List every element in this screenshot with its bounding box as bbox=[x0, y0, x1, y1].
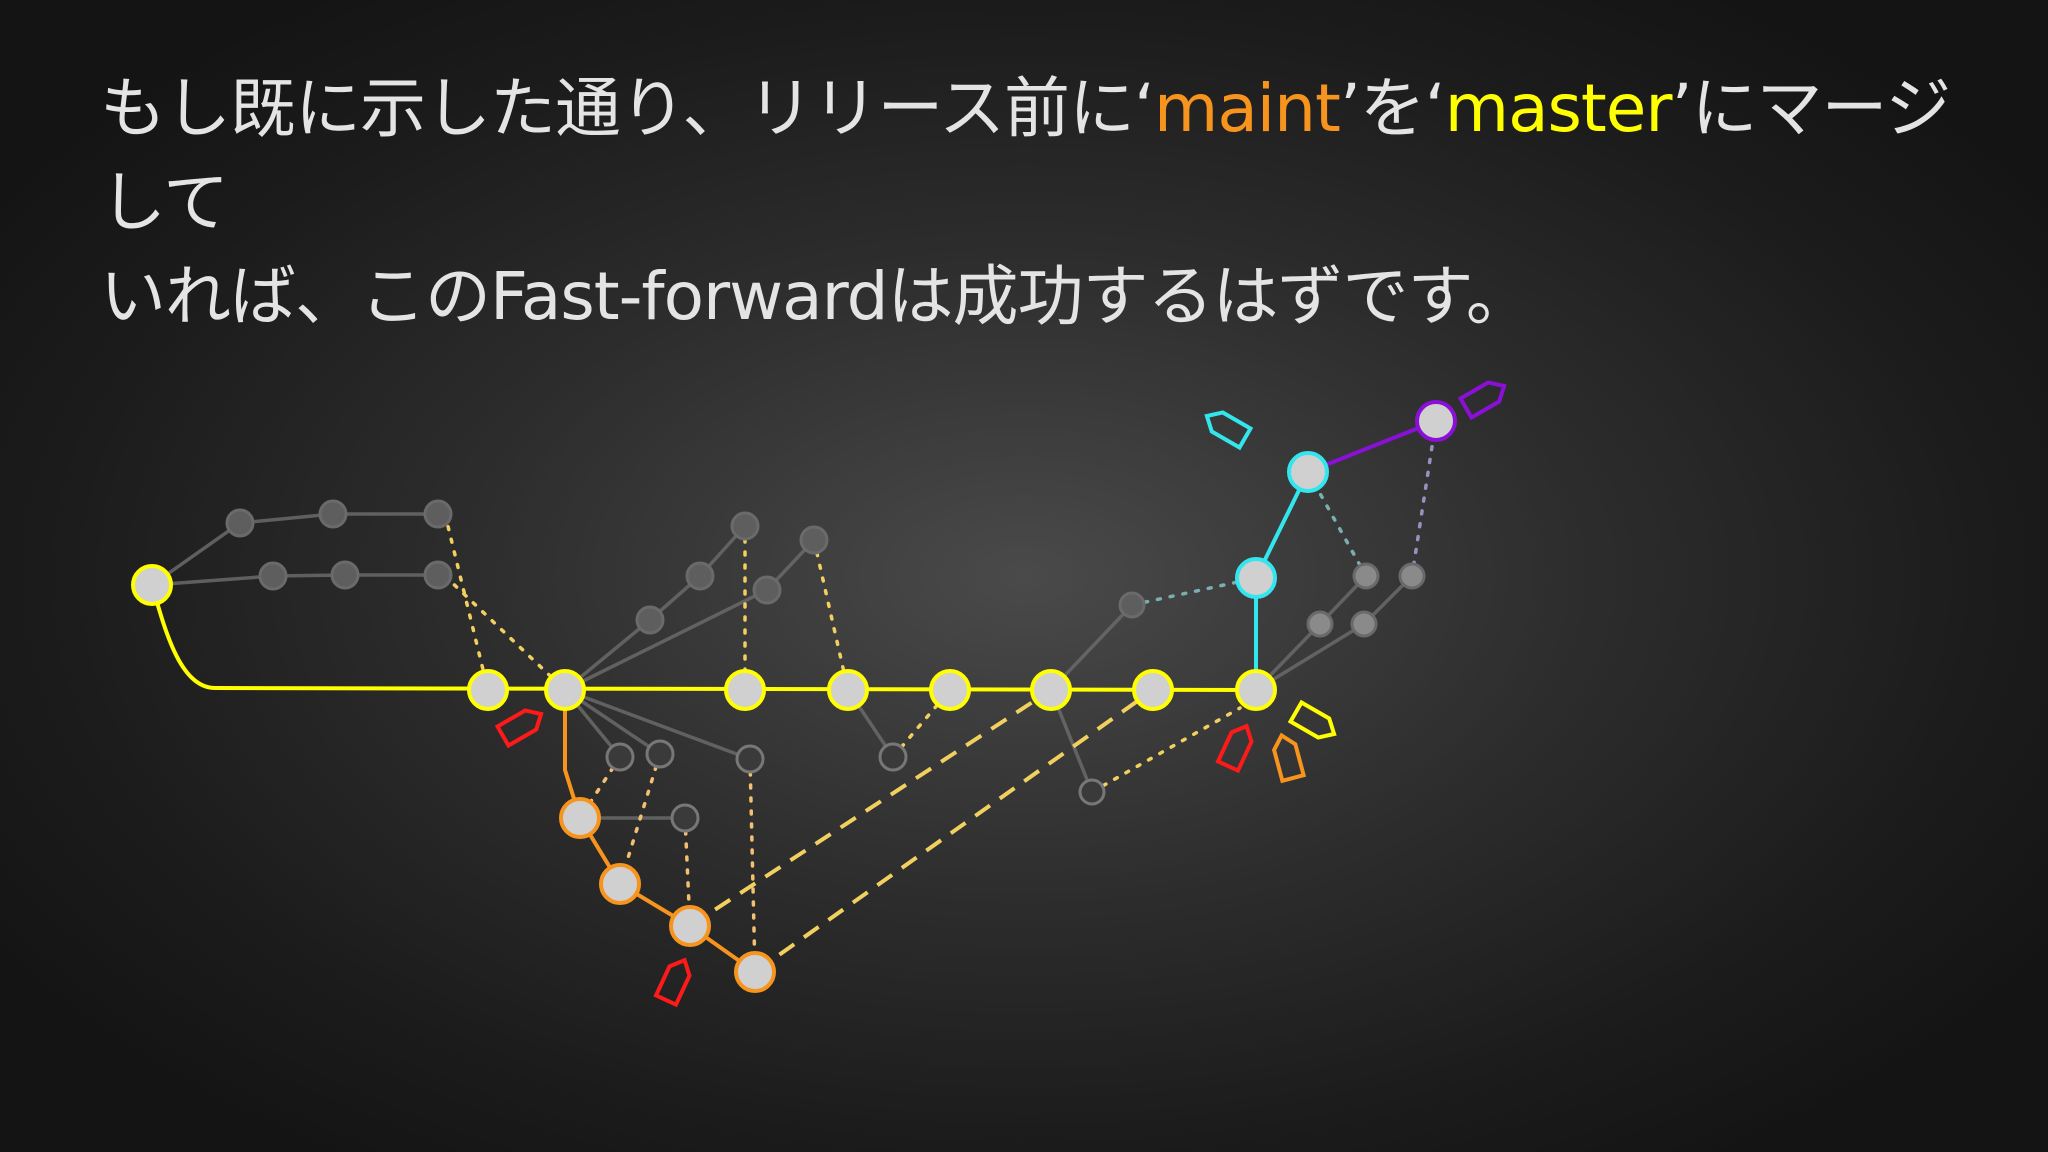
dotted-merge-line bbox=[891, 688, 952, 759]
dotted-merge-line bbox=[812, 538, 850, 692]
faded-commit-node bbox=[752, 575, 782, 605]
dashed-ff-line bbox=[688, 688, 1053, 928]
dotted-merge-line bbox=[748, 757, 757, 974]
faded-commit-node bbox=[225, 508, 255, 538]
faded-nodes bbox=[225, 499, 1146, 635]
maint-head-node bbox=[734, 951, 776, 993]
master-root-node bbox=[131, 564, 173, 606]
dashed-ff-line bbox=[753, 688, 1155, 974]
faded-commit-node bbox=[735, 744, 765, 774]
dotted-merge-line bbox=[618, 752, 662, 886]
red-tag-icon bbox=[1215, 723, 1254, 774]
master-commit-node bbox=[1132, 669, 1174, 711]
caption-line2: いれば、このFast-forwardは成功するはずです。 bbox=[100, 258, 1532, 335]
faded-commit-node bbox=[423, 560, 453, 590]
faded-commit-node bbox=[258, 561, 288, 591]
faded-commit-node bbox=[318, 499, 348, 529]
master-commit-node bbox=[827, 669, 869, 711]
caption-line1-part1: もし既に示した通り、リリース前に‘ bbox=[100, 70, 1155, 147]
faded-branch-line bbox=[564, 688, 751, 761]
dotted-merge-line bbox=[443, 574, 567, 692]
master-nodes bbox=[131, 564, 1277, 711]
faded-branch-line bbox=[151, 573, 438, 587]
faded-commit-node bbox=[330, 560, 360, 590]
faded-commit-node bbox=[670, 803, 700, 833]
faded-branch-line bbox=[1255, 574, 1414, 692]
faded-commit-node bbox=[685, 561, 715, 591]
master-branch-line bbox=[150, 584, 1257, 692]
faded-commit-node bbox=[1350, 610, 1378, 638]
master-pointer-icon bbox=[1287, 699, 1337, 740]
purple-head-node bbox=[1415, 400, 1457, 442]
caption-branch-maint: maint bbox=[1154, 70, 1341, 147]
faded-branch-line bbox=[563, 524, 747, 692]
dashed-fast-forward-lines bbox=[688, 688, 1155, 974]
caption-line1-part2: ’を‘ bbox=[1339, 70, 1446, 147]
slide-caption: もし既に示した通り、リリース前に‘maint’を‘master’にマージしていれ… bbox=[100, 62, 1960, 344]
faded-commit-node bbox=[645, 739, 675, 769]
faded-commit-node bbox=[1118, 591, 1146, 619]
cyan-pointer-icon bbox=[1204, 410, 1254, 451]
master-head-node bbox=[1235, 669, 1277, 711]
faded-right-cluster-nodes bbox=[1306, 562, 1426, 638]
maint-commit-node bbox=[559, 797, 601, 839]
cyan-head-node bbox=[1287, 451, 1329, 493]
caption-branch-master: master bbox=[1444, 70, 1673, 147]
master-commit-node bbox=[724, 669, 766, 711]
faded-commit-node bbox=[878, 742, 908, 772]
faded-commit-node bbox=[1352, 562, 1380, 590]
caption-line1-part3: ’にマージして bbox=[100, 70, 1951, 241]
faded-commit-node bbox=[605, 742, 635, 772]
faded-commit-node bbox=[730, 511, 760, 541]
faded-branch-lines bbox=[150, 512, 1414, 820]
red-tag-icon bbox=[494, 708, 544, 749]
master-commit-node bbox=[1030, 669, 1072, 711]
purple-branch-line bbox=[1307, 419, 1437, 474]
faded-commit-node bbox=[423, 499, 453, 529]
master-commit-node bbox=[929, 669, 971, 711]
faded-commit-node bbox=[799, 525, 829, 555]
dotted-merge-line bbox=[1410, 419, 1438, 578]
dotted-merge-line bbox=[1130, 576, 1258, 607]
faded-branch-line bbox=[150, 512, 438, 587]
master-commit-node bbox=[467, 669, 509, 711]
maint-pointer-icon bbox=[1271, 732, 1307, 784]
maint-commit-node bbox=[669, 905, 711, 947]
faded-commit-node bbox=[1398, 562, 1426, 590]
maint-commit-node bbox=[599, 863, 641, 905]
faded-commit-node bbox=[1078, 778, 1106, 806]
faded-hollow-nodes bbox=[605, 739, 1106, 833]
dotted-merge-line bbox=[443, 512, 490, 692]
purple-pointer-icon bbox=[1457, 380, 1507, 421]
dotted-merge-line bbox=[1090, 706, 1242, 794]
faded-commit-node bbox=[1306, 610, 1334, 638]
cyan-nodes bbox=[1235, 451, 1329, 599]
faded-branch-line bbox=[564, 538, 816, 692]
faded-commit-node bbox=[635, 605, 665, 635]
master-commit-node bbox=[544, 669, 586, 711]
maint-nodes bbox=[559, 797, 776, 993]
tag-markers bbox=[494, 380, 1507, 1008]
cyan-commit-node bbox=[1235, 557, 1277, 599]
red-tag-icon bbox=[653, 957, 692, 1008]
